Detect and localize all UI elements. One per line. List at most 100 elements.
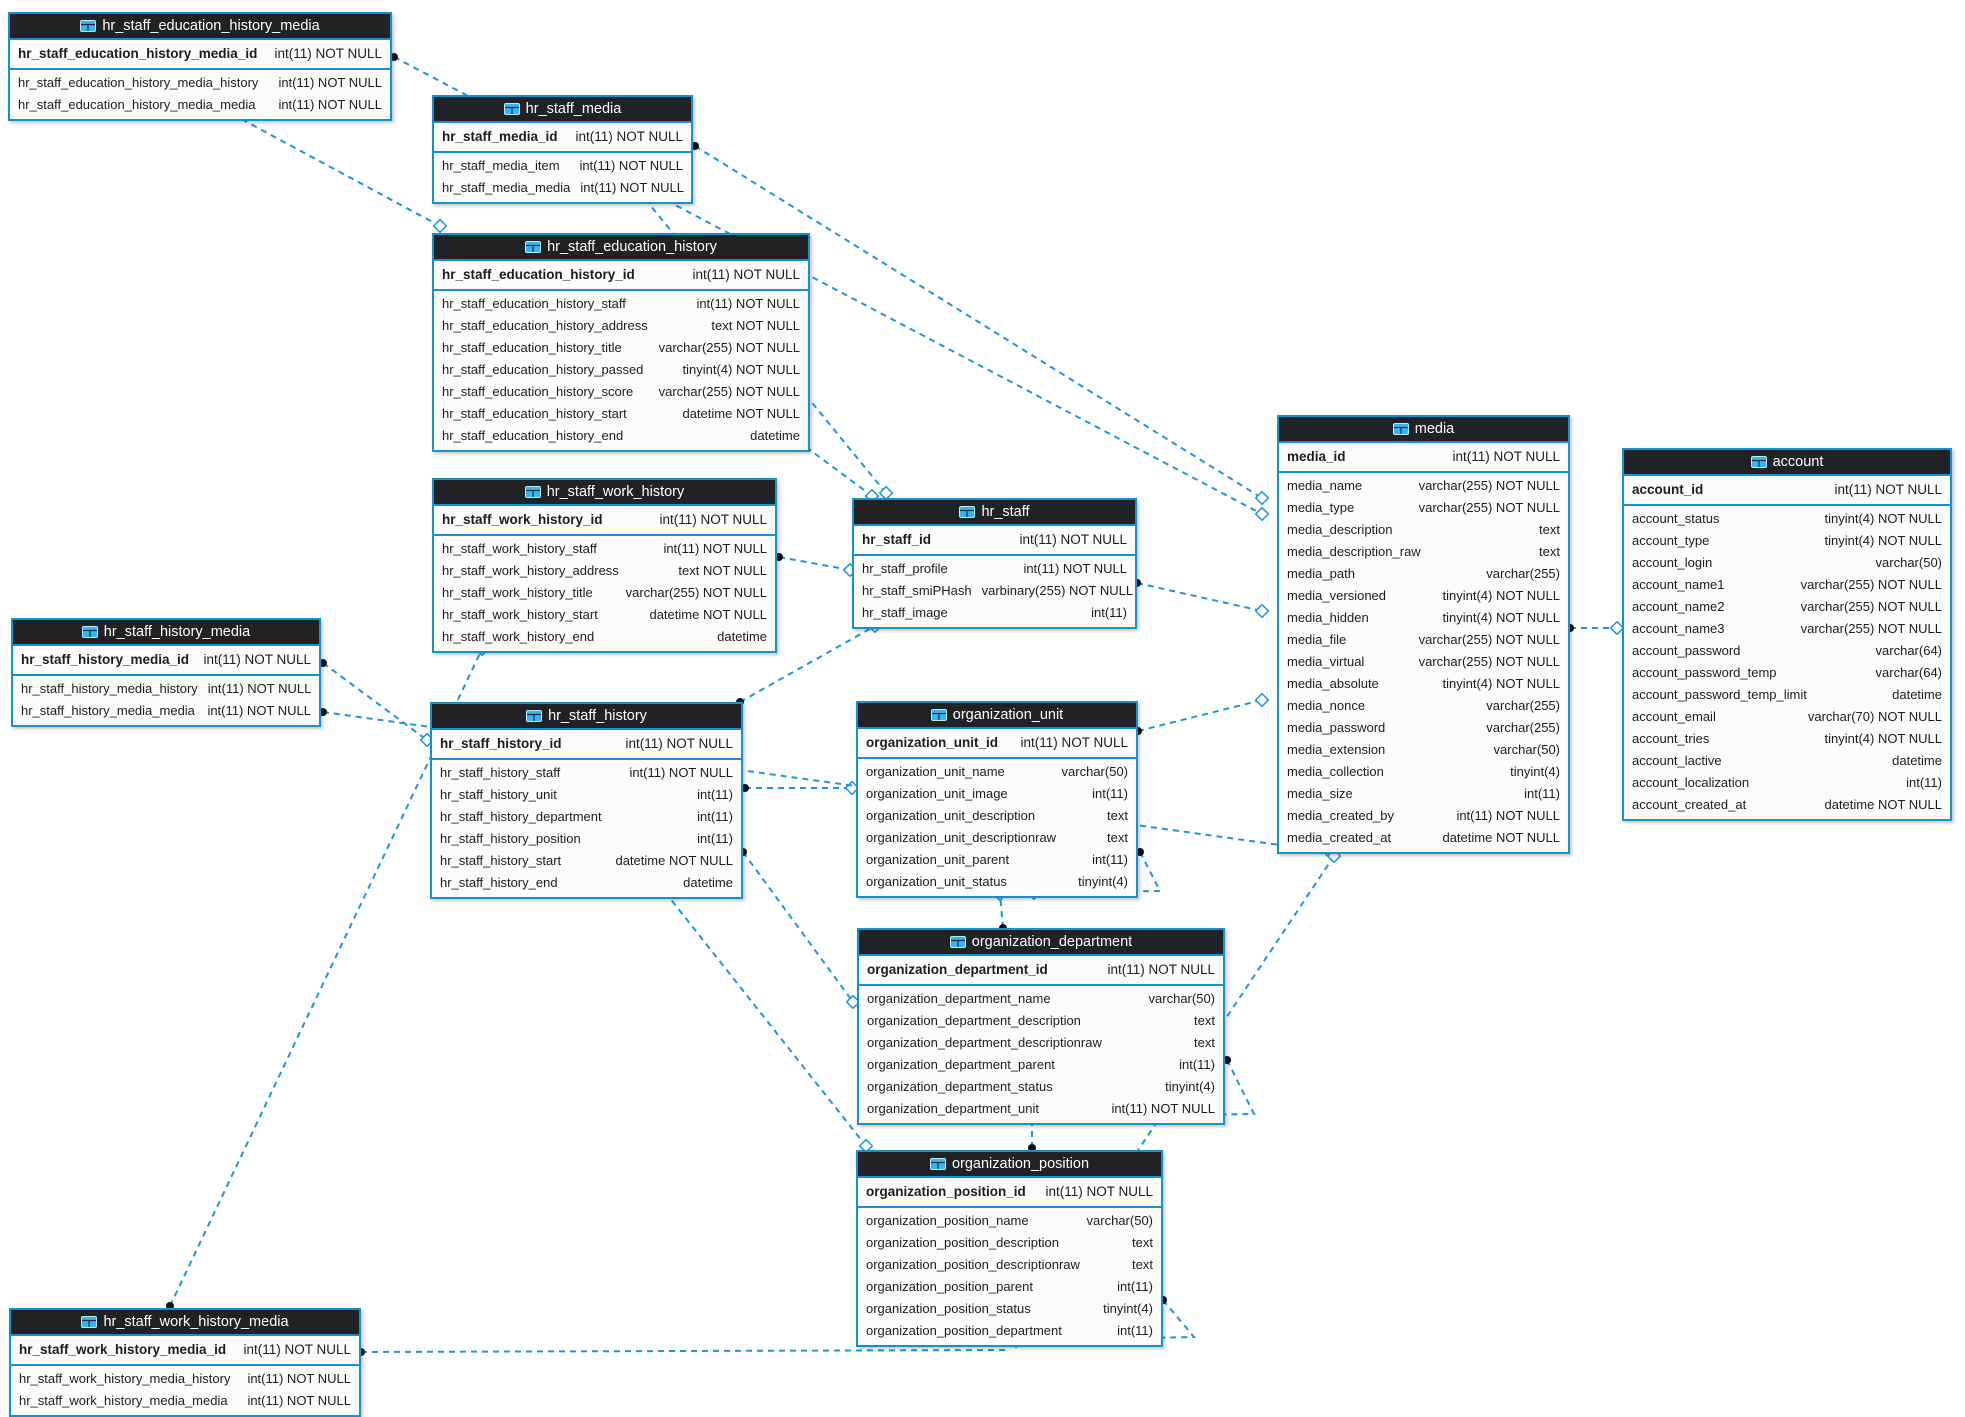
entity-table-hr_staff[interactable]: hr_staff hr_staff_id int(11) NOT NULL hr… xyxy=(852,498,1137,629)
column-row-hr_staff_education_history_staff[interactable]: hr_staff_education_history_staff int(11)… xyxy=(434,293,808,315)
entity-table-hr_staff_work_history_media[interactable]: hr_staff_work_history_media hr_staff_wor… xyxy=(9,1308,361,1417)
column-row-hr_staff_history_department[interactable]: hr_staff_history_department int(11) xyxy=(432,806,741,828)
column-row-account_localization[interactable]: account_localization int(11) xyxy=(1624,772,1950,794)
column-row-account_password[interactable]: account_password varchar(64) xyxy=(1624,640,1950,662)
primary-key-row-hr_staff_id[interactable]: hr_staff_id int(11) NOT NULL xyxy=(854,526,1135,556)
column-row-media_nonce[interactable]: media_nonce varchar(255) xyxy=(1279,695,1568,717)
column-row-hr_staff_work_history_start[interactable]: hr_staff_work_history_start datetime NOT… xyxy=(434,604,775,626)
column-row-hr_staff_education_history_passed[interactable]: hr_staff_education_history_passed tinyin… xyxy=(434,359,808,381)
table-header[interactable]: hr_staff_education_history xyxy=(434,235,808,261)
column-row-account_status[interactable]: account_status tinyint(4) NOT NULL xyxy=(1624,508,1950,530)
column-row-account_password_temp[interactable]: account_password_temp varchar(64) xyxy=(1624,662,1950,684)
column-row-organization_unit_status[interactable]: organization_unit_status tinyint(4) xyxy=(858,871,1136,893)
table-header[interactable]: organization_department xyxy=(859,930,1223,956)
table-header[interactable]: hr_staff_work_history xyxy=(434,480,775,506)
column-row-hr_staff_education_history_address[interactable]: hr_staff_education_history_address text … xyxy=(434,315,808,337)
table-header[interactable]: organization_position xyxy=(858,1152,1161,1178)
table-header[interactable]: account xyxy=(1624,450,1950,476)
table-header[interactable]: media xyxy=(1279,417,1568,443)
column-row-hr_staff_work_history_end[interactable]: hr_staff_work_history_end datetime xyxy=(434,626,775,648)
column-row-hr_staff_smiPHash[interactable]: hr_staff_smiPHash varbinary(255) NOT NUL… xyxy=(854,580,1135,602)
entity-table-hr_staff_history[interactable]: hr_staff_history hr_staff_history_id int… xyxy=(430,702,743,899)
entity-table-organization_department[interactable]: organization_department organization_dep… xyxy=(857,928,1225,1125)
column-row-media_description_raw[interactable]: media_description_raw text xyxy=(1279,541,1568,563)
column-row-hr_staff_history_media_history[interactable]: hr_staff_history_media_history int(11) N… xyxy=(13,678,319,700)
column-row-organization_department_name[interactable]: organization_department_name varchar(50) xyxy=(859,988,1223,1010)
primary-key-row-media_id[interactable]: media_id int(11) NOT NULL xyxy=(1279,443,1568,473)
entity-table-organization_unit[interactable]: organization_unit organization_unit_id i… xyxy=(856,701,1138,898)
column-row-account_lactive[interactable]: account_lactive datetime xyxy=(1624,750,1950,772)
column-row-media_created_by[interactable]: media_created_by int(11) NOT NULL xyxy=(1279,805,1568,827)
column-row-media_size[interactable]: media_size int(11) xyxy=(1279,783,1568,805)
column-row-hr_staff_history_start[interactable]: hr_staff_history_start datetime NOT NULL xyxy=(432,850,741,872)
column-row-media_virtual[interactable]: media_virtual varchar(255) NOT NULL xyxy=(1279,651,1568,673)
relationship-line-hr_staff_history_media-to-hr_staff_history[interactable] xyxy=(322,662,428,741)
primary-key-row-account_id[interactable]: account_id int(11) NOT NULL xyxy=(1624,476,1950,506)
column-row-hr_staff_media_item[interactable]: hr_staff_media_item int(11) NOT NULL xyxy=(434,155,691,177)
column-row-account_name3[interactable]: account_name3 varchar(255) NOT NULL xyxy=(1624,618,1950,640)
column-row-hr_staff_education_history_title[interactable]: hr_staff_education_history_title varchar… xyxy=(434,337,808,359)
column-row-media_collection[interactable]: media_collection tinyint(4) xyxy=(1279,761,1568,783)
primary-key-row-hr_staff_history_media_id[interactable]: hr_staff_history_media_id int(11) NOT NU… xyxy=(13,646,319,676)
column-row-account_tries[interactable]: account_tries tinyint(4) NOT NULL xyxy=(1624,728,1950,750)
relationship-line-hr_staff_history-to-organization_department[interactable] xyxy=(742,851,854,1003)
column-row-account_name1[interactable]: account_name1 varchar(255) NOT NULL xyxy=(1624,574,1950,596)
column-row-media_password[interactable]: media_password varchar(255) xyxy=(1279,717,1568,739)
column-row-hr_staff_history_position[interactable]: hr_staff_history_position int(11) xyxy=(432,828,741,850)
table-header[interactable]: hr_staff_history xyxy=(432,704,741,730)
relationship-line-hr_staff_history-to-organization_position[interactable] xyxy=(664,891,867,1147)
column-row-account_password_temp_limit[interactable]: account_password_temp_limit datetime xyxy=(1624,684,1950,706)
column-row-hr_staff_media_media[interactable]: hr_staff_media_media int(11) NOT NULL xyxy=(434,177,691,199)
column-row-organization_department_status[interactable]: organization_department_status tinyint(4… xyxy=(859,1076,1223,1098)
entity-table-hr_staff_media[interactable]: hr_staff_media hr_staff_media_id int(11)… xyxy=(432,95,693,204)
column-row-organization_position_description[interactable]: organization_position_description text xyxy=(858,1232,1161,1254)
primary-key-row-hr_staff_education_history_id[interactable]: hr_staff_education_history_id int(11) NO… xyxy=(434,261,808,291)
column-row-hr_staff_history_media_media[interactable]: hr_staff_history_media_media int(11) NOT… xyxy=(13,700,319,722)
column-row-hr_staff_history_unit[interactable]: hr_staff_history_unit int(11) xyxy=(432,784,741,806)
primary-key-row-hr_staff_work_history_media_id[interactable]: hr_staff_work_history_media_id int(11) N… xyxy=(11,1336,359,1366)
column-row-organization_position_parent[interactable]: organization_position_parent int(11) xyxy=(858,1276,1161,1298)
entity-table-account[interactable]: account account_id int(11) NOT NULL acco… xyxy=(1622,448,1952,821)
column-row-media_description[interactable]: media_description text xyxy=(1279,519,1568,541)
column-row-hr_staff_history_end[interactable]: hr_staff_history_end datetime xyxy=(432,872,741,894)
primary-key-row-hr_staff_media_id[interactable]: hr_staff_media_id int(11) NOT NULL xyxy=(434,123,691,153)
primary-key-row-organization_position_id[interactable]: organization_position_id int(11) NOT NUL… xyxy=(858,1178,1161,1208)
column-row-organization_department_unit[interactable]: organization_department_unit int(11) NOT… xyxy=(859,1098,1223,1120)
column-row-hr_staff_work_history_staff[interactable]: hr_staff_work_history_staff int(11) NOT … xyxy=(434,538,775,560)
table-header[interactable]: hr_staff_media xyxy=(434,97,691,123)
column-row-organization_position_status[interactable]: organization_position_status tinyint(4) xyxy=(858,1298,1161,1320)
column-row-hr_staff_work_history_address[interactable]: hr_staff_work_history_address text NOT N… xyxy=(434,560,775,582)
relationship-line-hr_staff-to-media[interactable] xyxy=(1136,582,1263,612)
table-header[interactable]: organization_unit xyxy=(858,703,1136,729)
entity-table-organization_position[interactable]: organization_position organization_posit… xyxy=(856,1150,1163,1347)
column-row-account_name2[interactable]: account_name2 varchar(255) NOT NULL xyxy=(1624,596,1950,618)
column-row-hr_staff_image[interactable]: hr_staff_image int(11) xyxy=(854,602,1135,624)
column-row-organization_unit_descriptionraw[interactable]: organization_unit_descriptionraw text xyxy=(858,827,1136,849)
primary-key-row-hr_staff_education_history_media_id[interactable]: hr_staff_education_history_media_id int(… xyxy=(10,40,390,70)
column-row-hr_staff_history_staff[interactable]: hr_staff_history_staff int(11) NOT NULL xyxy=(432,762,741,784)
column-row-organization_position_department[interactable]: organization_position_department int(11) xyxy=(858,1320,1161,1342)
entity-table-hr_staff_education_history[interactable]: hr_staff_education_history hr_staff_educ… xyxy=(432,233,810,452)
column-row-hr_staff_education_history_media_media[interactable]: hr_staff_education_history_media_media i… xyxy=(10,94,390,116)
column-row-hr_staff_profile[interactable]: hr_staff_profile int(11) NOT NULL xyxy=(854,558,1135,580)
column-row-media_versioned[interactable]: media_versioned tinyint(4) NOT NULL xyxy=(1279,585,1568,607)
column-row-account_login[interactable]: account_login varchar(50) xyxy=(1624,552,1950,574)
entity-table-hr_staff_work_history[interactable]: hr_staff_work_history hr_staff_work_hist… xyxy=(432,478,777,653)
column-row-organization_unit_name[interactable]: organization_unit_name varchar(50) xyxy=(858,761,1136,783)
relationship-line-hr_staff_history-to-hr_staff[interactable] xyxy=(739,625,876,703)
column-row-media_hidden[interactable]: media_hidden tinyint(4) NOT NULL xyxy=(1279,607,1568,629)
column-row-organization_position_descriptionraw[interactable]: organization_position_descriptionraw tex… xyxy=(858,1254,1161,1276)
column-row-hr_staff_work_history_media_media[interactable]: hr_staff_work_history_media_media int(11… xyxy=(11,1390,359,1412)
table-header[interactable]: hr_staff xyxy=(854,500,1135,526)
table-header[interactable]: hr_staff_history_media xyxy=(13,620,319,646)
column-row-hr_staff_work_history_media_history[interactable]: hr_staff_work_history_media_history int(… xyxy=(11,1368,359,1390)
column-row-organization_department_parent[interactable]: organization_department_parent int(11) xyxy=(859,1054,1223,1076)
primary-key-row-organization_department_id[interactable]: organization_department_id int(11) NOT N… xyxy=(859,956,1223,986)
column-row-organization_unit_image[interactable]: organization_unit_image int(11) xyxy=(858,783,1136,805)
column-row-organization_unit_parent[interactable]: organization_unit_parent int(11) xyxy=(858,849,1136,871)
column-row-media_created_at[interactable]: media_created_at datetime NOT NULL xyxy=(1279,827,1568,849)
column-row-hr_staff_education_history_score[interactable]: hr_staff_education_history_score varchar… xyxy=(434,381,808,403)
column-row-media_absolute[interactable]: media_absolute tinyint(4) NOT NULL xyxy=(1279,673,1568,695)
entity-table-hr_staff_history_media[interactable]: hr_staff_history_media hr_staff_history_… xyxy=(11,618,321,727)
relationship-line-hr_staff_work_history-to-hr_staff[interactable] xyxy=(778,556,851,571)
